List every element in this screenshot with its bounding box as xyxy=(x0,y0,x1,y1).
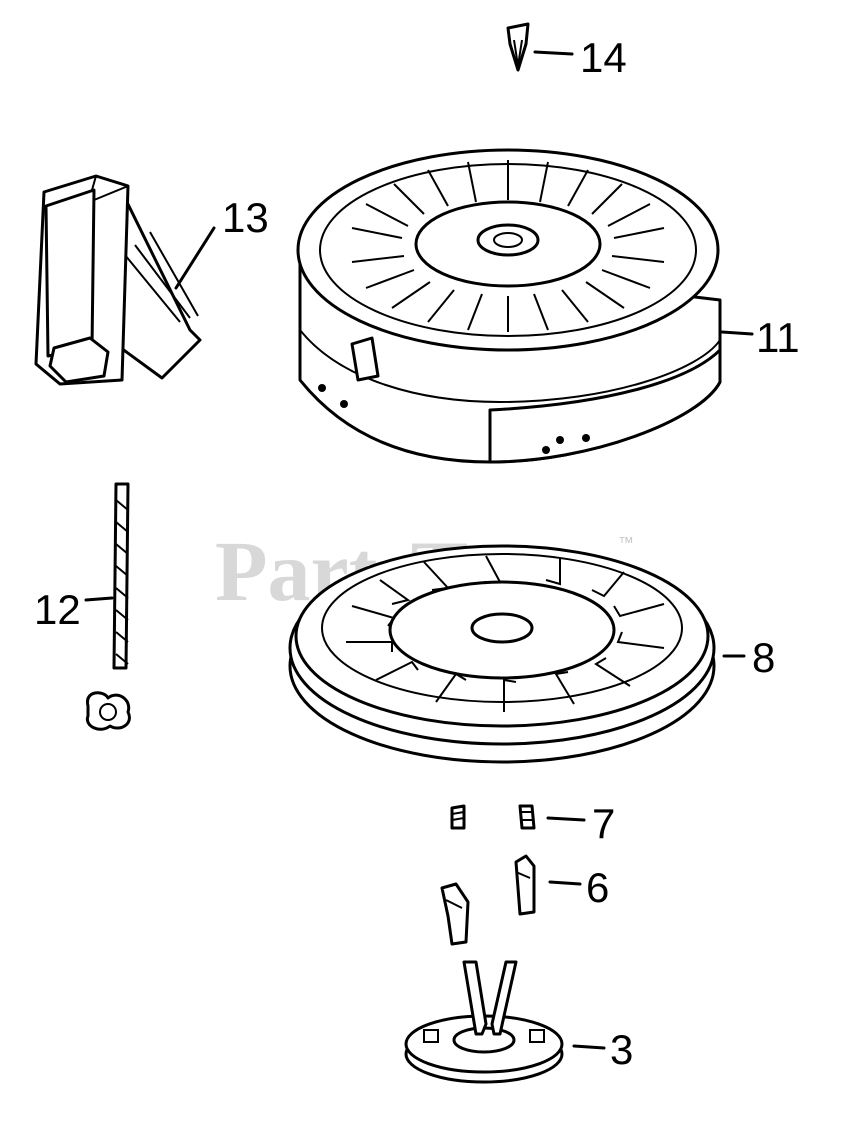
spring-icon[interactable] xyxy=(450,804,536,830)
leader-6 xyxy=(548,880,582,886)
clip-icon[interactable] xyxy=(506,22,530,72)
handle-icon[interactable] xyxy=(34,174,202,386)
part-number-8: 8 xyxy=(752,634,775,681)
pulley-icon[interactable] xyxy=(288,544,716,764)
part-number-14: 14 xyxy=(580,34,627,81)
leader-12 xyxy=(84,596,114,602)
part-number-3: 3 xyxy=(610,1026,633,1073)
starter-housing-icon[interactable] xyxy=(296,148,722,464)
watermark-trademark: ™ xyxy=(618,535,634,552)
leader-7 xyxy=(546,816,586,822)
dog-icon[interactable] xyxy=(440,854,536,946)
part-number-13: 13 xyxy=(222,194,269,241)
leader-13 xyxy=(174,226,216,290)
retainer-icon[interactable] xyxy=(404,960,564,1084)
part-number-6: 6 xyxy=(586,864,609,911)
leader-14 xyxy=(533,50,574,56)
leader-3 xyxy=(572,1044,606,1050)
part-number-11: 11 xyxy=(756,314,800,361)
rope-icon[interactable] xyxy=(85,482,131,731)
part-number-7: 7 xyxy=(592,800,615,847)
part-number-12: 12 xyxy=(34,586,81,633)
leader-11 xyxy=(720,330,754,336)
